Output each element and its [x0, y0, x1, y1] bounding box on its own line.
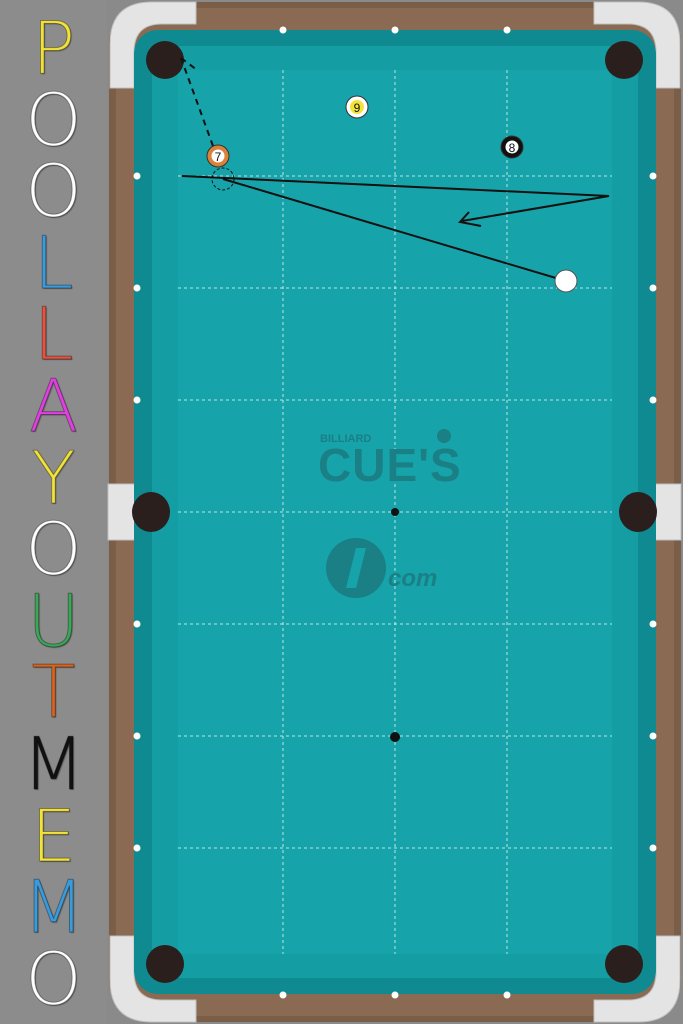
diamond-marker	[133, 844, 141, 852]
title-letter: O	[25, 149, 83, 234]
pocket-top-right	[605, 41, 643, 79]
pocket-approach-line	[180, 57, 198, 71]
diamond-marker	[649, 844, 657, 852]
title-letter: L	[33, 220, 74, 305]
route-arrow-icon	[458, 211, 482, 227]
title-letter: P	[31, 6, 76, 90]
cues-logo: BILLIARD CUE'S com	[318, 429, 462, 598]
title-letter: O	[25, 77, 83, 162]
object-ball-path-line	[180, 57, 214, 147]
title-letter: Y	[31, 435, 76, 520]
title-letter: O	[25, 936, 83, 1021]
title-letter: M	[22, 722, 85, 806]
cue-path-line	[222, 178, 567, 282]
title-letter: E	[30, 793, 77, 878]
cue-ball-route-line	[181, 175, 610, 222]
diamond-marker	[649, 620, 657, 628]
title-letter: L	[33, 292, 74, 377]
rail-diamonds	[133, 26, 657, 999]
center-spot	[391, 508, 399, 516]
diamond-marker	[279, 991, 287, 999]
pool-table[interactable]: BILLIARD CUE'S com 7 9 8	[107, 0, 683, 1024]
diamond-marker	[649, 396, 657, 404]
ghost-ball	[211, 167, 235, 191]
cue-ball[interactable]	[554, 269, 578, 293]
diamond-marker	[503, 991, 511, 999]
pockets	[132, 41, 657, 983]
logo-main-text: CUE'S	[318, 439, 462, 491]
pocket-top-left	[146, 41, 184, 79]
diamond-marker	[133, 172, 141, 180]
diamond-marker	[649, 284, 657, 292]
logo-small-text: BILLIARD	[320, 433, 371, 445]
pocket-bottom-right	[605, 945, 643, 983]
ball-8-number: 8	[509, 141, 516, 155]
title-letter: T	[31, 650, 76, 735]
pocket-side-right	[619, 492, 657, 532]
diamond-marker	[133, 396, 141, 404]
ball-7[interactable]: 7	[206, 144, 230, 168]
diamond-marker	[133, 620, 141, 628]
title-letter: M	[22, 865, 85, 950]
logo-mark-icon	[346, 548, 366, 588]
shot-paths	[180, 57, 610, 282]
title-letter: U	[27, 578, 81, 663]
diamond-marker	[649, 172, 657, 180]
logo-sub-text: com	[388, 565, 437, 592]
diamond-marker	[649, 732, 657, 740]
diamond-marker	[391, 26, 399, 34]
pocket-bottom-left	[146, 945, 184, 983]
diamond-marker	[133, 732, 141, 740]
diamond-marker	[391, 991, 399, 999]
table-grid	[178, 70, 612, 954]
diamond-marker	[133, 284, 141, 292]
diamond-marker	[503, 26, 511, 34]
logo-ball-icon	[437, 429, 451, 443]
head-spot	[390, 732, 400, 742]
pocket-side-left	[132, 492, 170, 532]
ball-9[interactable]: 9	[345, 95, 369, 119]
title-letter: O	[25, 507, 83, 592]
ball-7-number: 7	[215, 150, 222, 164]
title-letter: A	[28, 364, 79, 448]
ball-9-number: 9	[354, 101, 361, 115]
ball-8[interactable]: 8	[500, 135, 524, 159]
diamond-marker	[279, 26, 287, 34]
